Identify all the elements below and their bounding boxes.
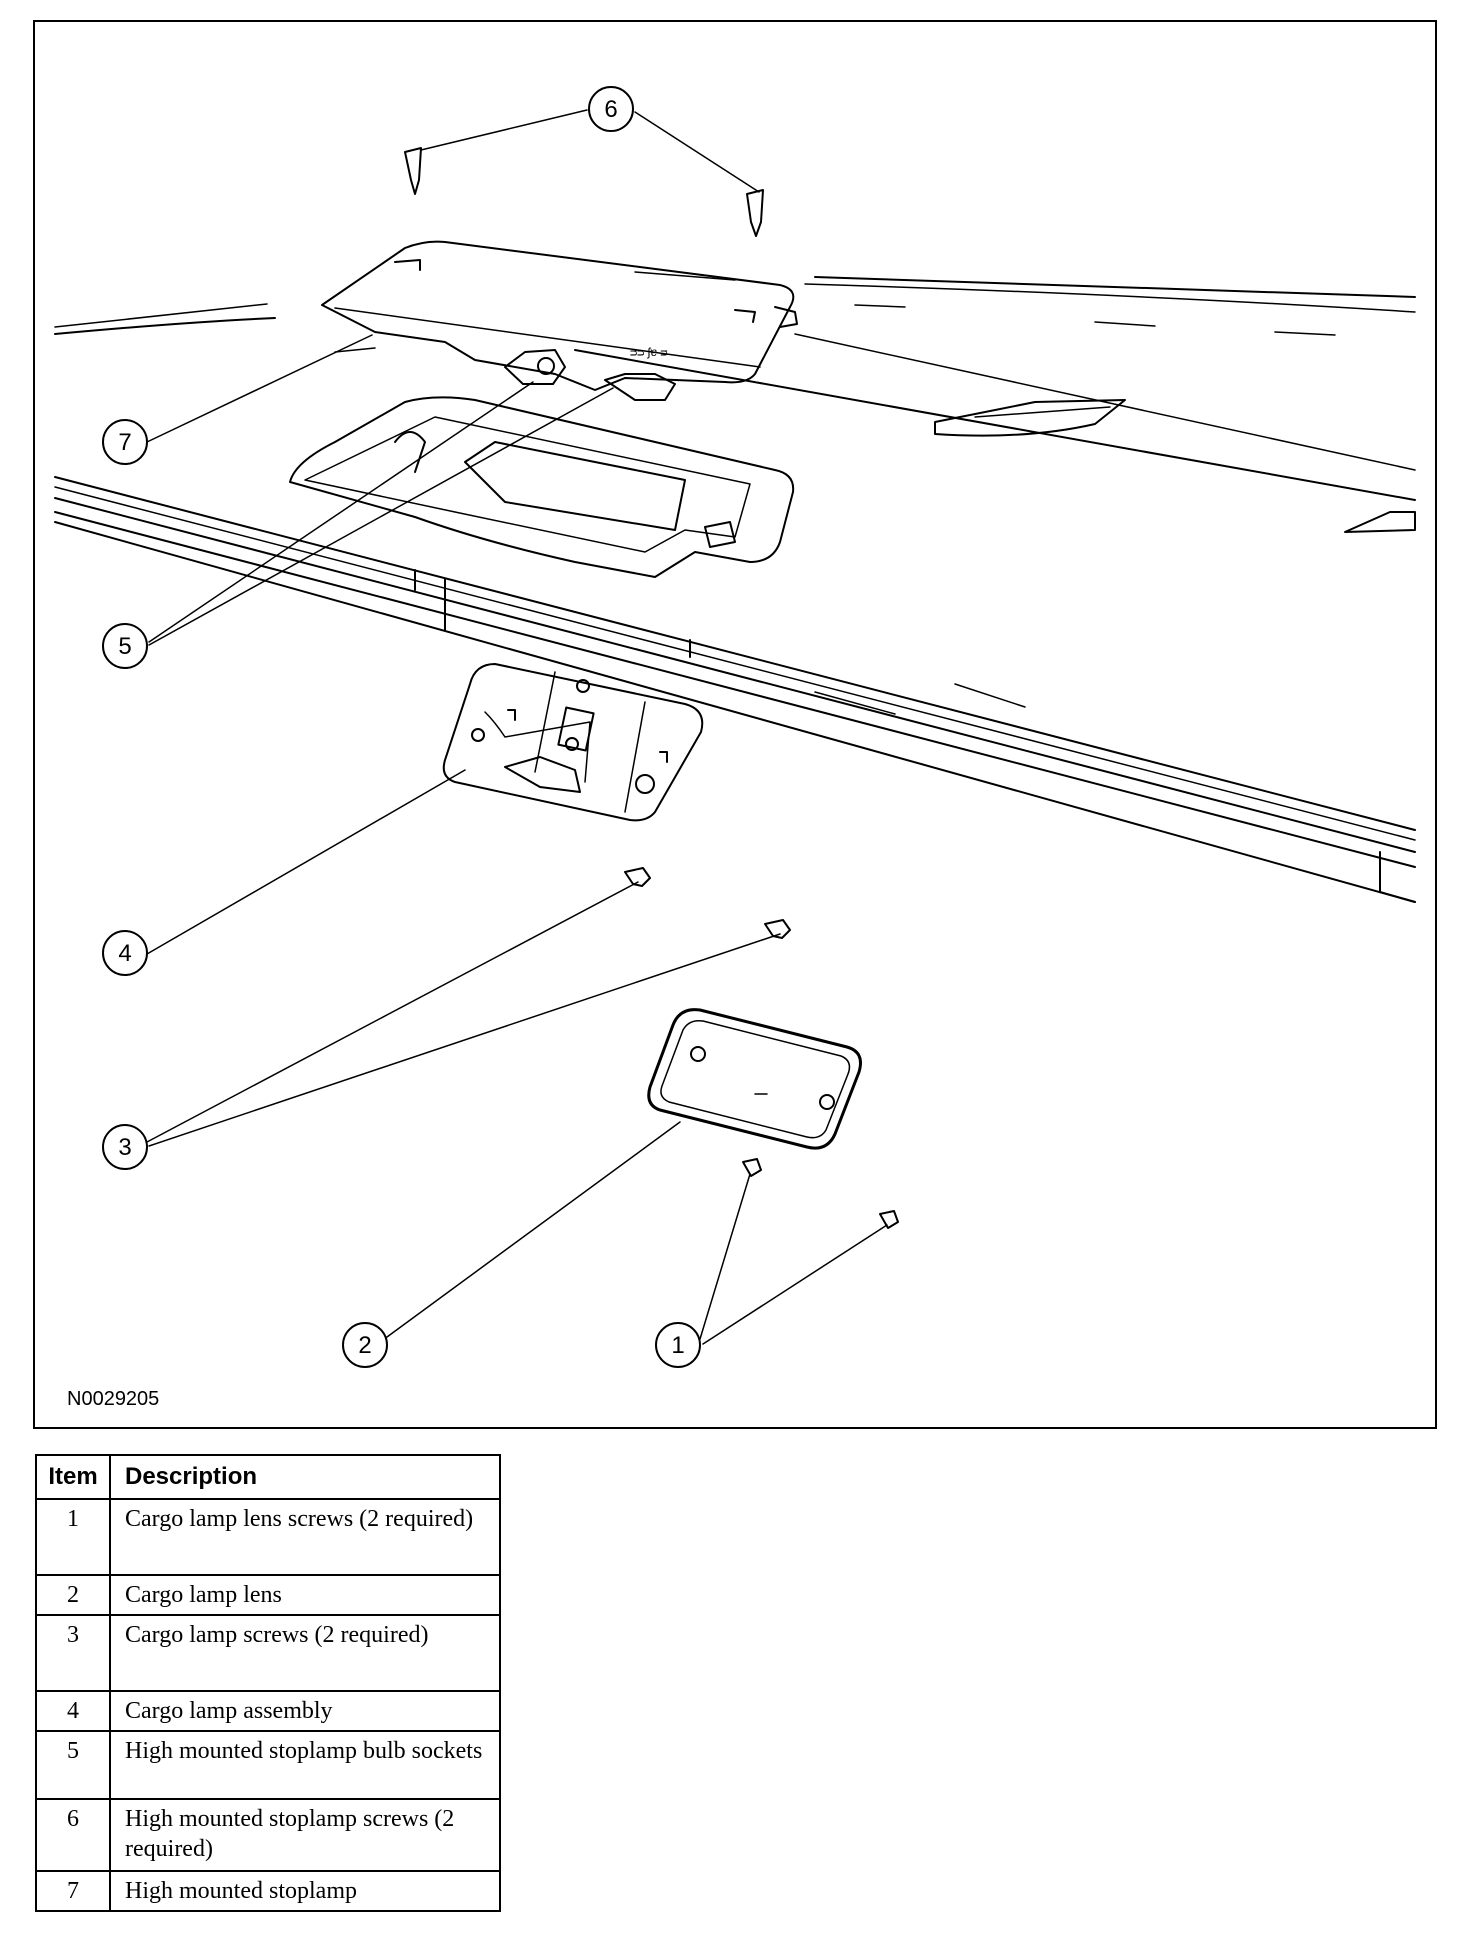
- table-header-row: Item Description: [35, 1454, 501, 1500]
- row-item: 5: [35, 1730, 111, 1800]
- table-row: 3 Cargo lamp screws (2 required): [35, 1614, 501, 1692]
- parts-legend-table: Item Description 1 Cargo lamp lens screw…: [35, 1454, 501, 1912]
- table-row: 2 Cargo lamp lens: [35, 1574, 501, 1616]
- callout-circle-3: [102, 1124, 148, 1170]
- row-description: High mounted stoplamp screws (2 required…: [109, 1798, 501, 1872]
- header-description: Description: [109, 1454, 501, 1500]
- callout-2: 2: [358, 1332, 371, 1359]
- figure-id: N0029205: [67, 1388, 160, 1410]
- row-item: 4: [35, 1690, 111, 1732]
- roof-recess: [289, 396, 795, 578]
- line-drawing: ᴝᴝ ʃɐ ᴝ: [54, 86, 1416, 1368]
- callout-circle-4: [102, 930, 148, 976]
- callout-circle-6: [588, 86, 634, 132]
- row-description: Cargo lamp assembly: [109, 1690, 501, 1732]
- callout-5: 5: [118, 633, 131, 660]
- table-row: 6 High mounted stoplamp screws (2 requir…: [35, 1798, 501, 1872]
- table-row: 7 High mounted stoplamp: [35, 1870, 501, 1912]
- bulb-sockets: [504, 349, 676, 401]
- stoplamp-screws: [404, 147, 764, 237]
- row-description: Cargo lamp lens: [109, 1574, 501, 1616]
- table-row: 4 Cargo lamp assembly: [35, 1690, 501, 1732]
- exploded-view-figure: ᴝᴝ ʃɐ ᴝ: [33, 20, 1437, 1429]
- callout-numbers: 6 7 5 4 3 2 1: [118, 96, 684, 1359]
- header-item: Item: [35, 1454, 111, 1500]
- lens-screws: [742, 1158, 899, 1229]
- row-description: Cargo lamp lens screws (2 required): [109, 1498, 501, 1576]
- row-description: Cargo lamp screws (2 required): [109, 1614, 501, 1692]
- high-mounted-stoplamp: ᴝᴝ ʃɐ ᴝ: [321, 240, 798, 391]
- callout-circles: [102, 86, 701, 1368]
- callout-6: 6: [604, 96, 617, 123]
- callout-circle-7: [102, 419, 148, 465]
- row-description: High mounted stoplamp bulb sockets: [109, 1730, 501, 1800]
- callout-circle-5: [102, 623, 148, 669]
- callout-circle-1: [655, 1322, 701, 1368]
- row-item: 1: [35, 1498, 111, 1576]
- table-row: 5 High mounted stoplamp bulb sockets: [35, 1730, 501, 1800]
- row-item: 6: [35, 1798, 111, 1872]
- roof-panel: [54, 276, 1416, 903]
- row-item: 7: [35, 1870, 111, 1912]
- table-row: 1 Cargo lamp lens screws (2 required): [35, 1498, 501, 1576]
- leader-lines: [146, 109, 888, 1345]
- row-item: 3: [35, 1614, 111, 1692]
- callout-4: 4: [118, 940, 131, 967]
- callout-circle-2: [342, 1322, 388, 1368]
- callout-1: 1: [671, 1332, 684, 1359]
- cargo-lamp-lens: [647, 1008, 862, 1150]
- cargo-lamp-assembly: [442, 663, 704, 822]
- row-item: 2: [35, 1574, 111, 1616]
- row-description: High mounted stoplamp: [109, 1870, 501, 1912]
- callout-7: 7: [118, 429, 131, 456]
- callout-3: 3: [118, 1134, 131, 1161]
- cargo-lamp-screws: [624, 867, 791, 939]
- svg-text:ᴝᴝ ʃɐ ᴝ: ᴝᴝ ʃɐ ᴝ: [630, 345, 668, 359]
